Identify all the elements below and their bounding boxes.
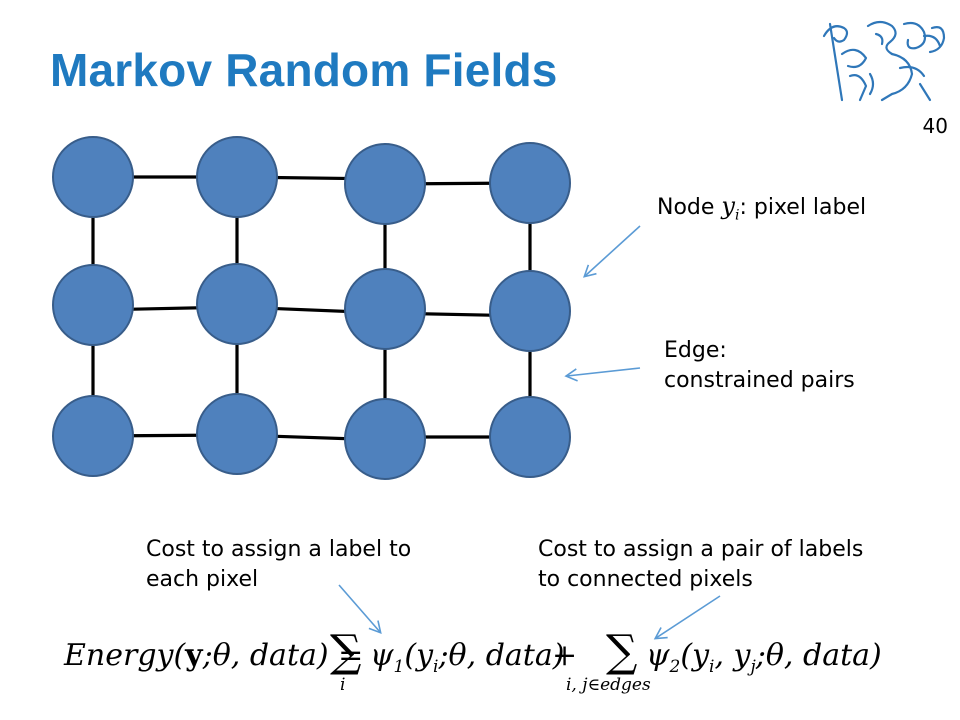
slide-title: Markov Random Fields: [50, 44, 558, 96]
node: [196, 393, 278, 475]
node: [52, 395, 134, 477]
slide-number: 40: [922, 114, 948, 138]
node: [196, 263, 278, 345]
unary-arrow: [338, 584, 382, 635]
university-logo: [820, 14, 948, 104]
unary-potential: ψ1(yi;θ, data): [370, 638, 564, 677]
pairwise-cost-line1: Cost to assign a pair of labels: [538, 537, 864, 562]
node-arrow: [583, 225, 641, 278]
unary-args-subscript: i: [433, 657, 439, 677]
node: [489, 270, 571, 352]
node-variable-subscript: i: [734, 207, 740, 224]
energy-formula: Energy(y;θ, data) = ∑ i ψ1(yi;θ, data) +…: [64, 630, 894, 710]
nodes: [52, 136, 571, 480]
sum-index: i, j∈edges: [566, 675, 651, 695]
edge-annotation-line2: constrained pairs: [664, 368, 855, 393]
pairwise-potential: ψ2(yi, yj;θ, data): [646, 638, 882, 677]
edge-annotation-line1: Edge:: [664, 338, 727, 363]
pairwise-args-subscript-i: i: [709, 657, 715, 677]
pairwise-args: (y: [680, 638, 710, 673]
sum-index: i: [340, 675, 346, 695]
psi-symbol: ψ: [370, 638, 394, 673]
unary-cost-line1: Cost to assign a label to: [146, 537, 412, 562]
lhs-prefix: Energy(: [64, 638, 186, 673]
edge-annotation: Edge: constrained pairs: [664, 336, 855, 396]
unary-args-rest: ;θ, data): [438, 638, 565, 673]
lion-crest-icon: [822, 20, 946, 102]
pairwise-cost-line2: to connected pixels: [538, 567, 753, 592]
node: [52, 264, 134, 346]
psi-subscript: 1: [393, 657, 405, 677]
edge-arrow: [564, 367, 641, 382]
formula-lhs: Energy(y;θ, data) =: [64, 638, 363, 673]
unary-args: (y: [404, 638, 434, 673]
horizontal-edges: [92, 175, 531, 442]
node: [344, 398, 426, 480]
psi-symbol: ψ: [646, 638, 670, 673]
pairwise-cost-annotation: Cost to assign a pair of labels to conne…: [538, 535, 863, 595]
node-annotation: Node yi: pixel label: [657, 191, 866, 223]
pairwise-args-rest: ;θ, data): [755, 638, 882, 673]
annotation-arrows: [338, 225, 721, 640]
pairwise-args-subscript-j: j: [750, 657, 756, 677]
node: [489, 396, 571, 478]
node-prefix: Node: [657, 195, 722, 220]
node: [52, 136, 134, 218]
unary-cost-line2: each pixel: [146, 567, 259, 592]
node-variable: y: [721, 192, 735, 220]
lhs-bold-y: y: [185, 638, 203, 673]
unary-cost-annotation: Cost to assign a label to each pixel: [146, 535, 411, 595]
node: [489, 142, 571, 224]
sum-symbol: ∑: [606, 626, 638, 677]
node: [196, 136, 278, 218]
node-suffix: : pixel label: [739, 195, 867, 220]
plus-sign: +: [552, 638, 578, 673]
psi-subscript: 2: [669, 657, 681, 677]
node: [344, 268, 426, 350]
lhs-suffix: ;θ, data) =: [202, 638, 364, 673]
sum-symbol: ∑: [330, 626, 362, 677]
node: [344, 143, 426, 225]
pairwise-arrow: [653, 595, 721, 640]
pairwise-args-comma: , y: [714, 638, 751, 673]
